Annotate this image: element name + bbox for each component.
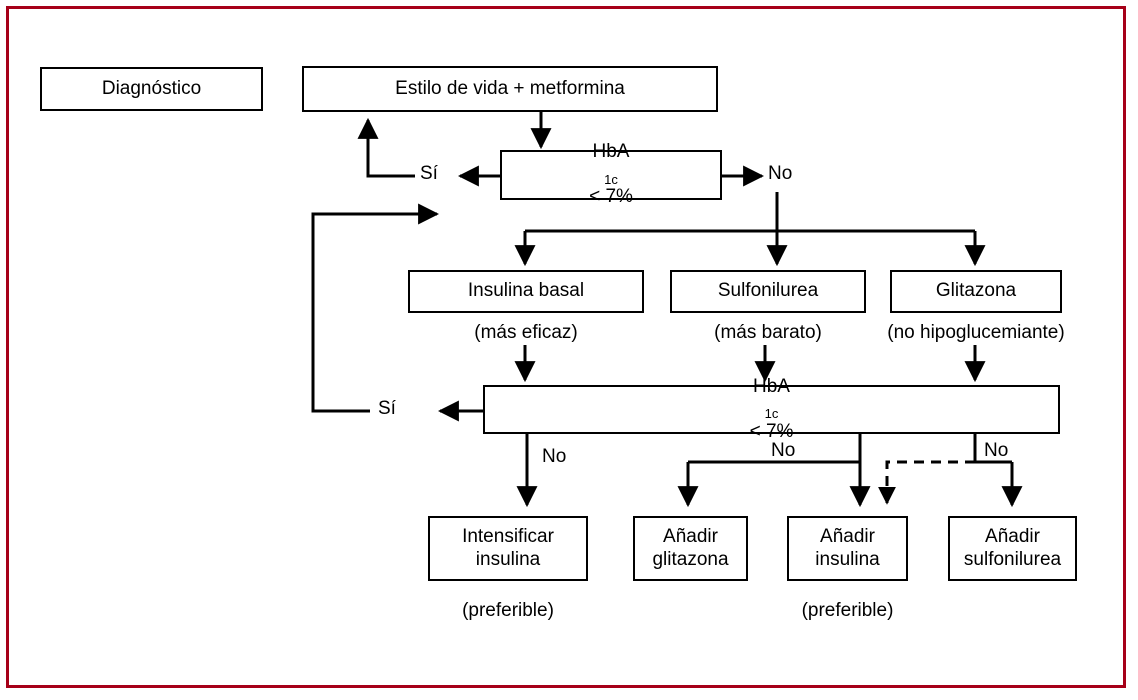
edge-label-no-4: No	[984, 440, 1009, 461]
edge-label-no-1: No	[768, 163, 793, 184]
caption-intensificar-insulina: (preferible)	[462, 600, 554, 621]
edge-label-si-1: Sí	[420, 163, 438, 184]
edge-label-no-2: No	[542, 446, 567, 467]
node-glitazona-label: Glitazona	[935, 280, 1017, 302]
node-sulfonilurea-label: Sulfonilurea	[717, 280, 819, 302]
edge-dashed-to-anadir-insulina	[878, 460, 975, 505]
node-anadir-glitazona-label: Añadir glitazona	[652, 526, 729, 570]
edge-label-no-3: No	[771, 440, 796, 461]
node-anadir-glitazona[interactable]: Añadir glitazona	[633, 516, 748, 581]
node-anadir-insulina-label: Añadir insulina	[815, 526, 880, 570]
node-anadir-sulfonilurea-label: Añadir sulfonilurea	[963, 526, 1062, 570]
caption-sulfonilurea: (más barato)	[714, 322, 822, 343]
node-diagnostico[interactable]: Diagnóstico	[40, 67, 263, 111]
node-estilo-vida-label: Estilo de vida + metformina	[395, 77, 625, 99]
node-anadir-sulfonilurea[interactable]: Añadir sulfonilurea	[948, 516, 1077, 581]
caption-insulina-basal: (más eficaz)	[474, 322, 578, 343]
node-glitazona[interactable]: Glitazona	[890, 270, 1062, 313]
figure-border	[6, 6, 1126, 688]
edge-si2-loop	[311, 203, 440, 413]
caption-anadir-insulina: (preferible)	[801, 600, 894, 621]
node-insulina-basal-label: Insulina basal	[467, 280, 585, 302]
node-intensificar-insulina[interactable]: Intensificar insulina	[428, 516, 588, 581]
edge-si1-loop	[357, 117, 415, 178]
node-anadir-insulina[interactable]: Añadir insulina	[787, 516, 908, 581]
caption-glitazona: (no hipoglucemiante)	[887, 322, 1065, 343]
node-estilo-vida[interactable]: Estilo de vida + metformina	[302, 66, 718, 112]
node-diagnostico-label: Diagnóstico	[101, 77, 202, 99]
edge-label-si-2: Sí	[378, 398, 396, 419]
node-sulfonilurea[interactable]: Sulfonilurea	[670, 270, 866, 313]
node-insulina-basal[interactable]: Insulina basal	[408, 270, 644, 313]
node-intensificar-insulina-label: Intensificar insulina	[462, 526, 554, 570]
